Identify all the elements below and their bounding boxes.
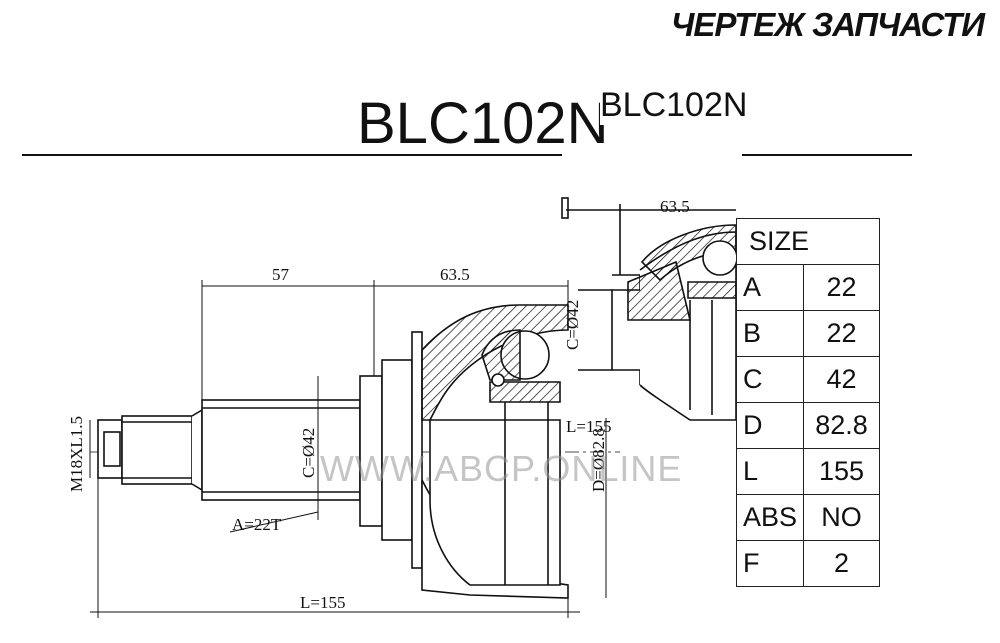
dim-l-main: L=155 (300, 593, 345, 612)
spec-row: L 155 (735, 448, 880, 495)
dim-d: D=Ø82.8 (589, 428, 608, 492)
spec-row: B 22 (735, 310, 880, 357)
spec-value: 82.8 (803, 402, 880, 449)
spec-key: D (735, 402, 805, 449)
spec-value: 155 (803, 448, 880, 495)
spec-row: ABS NO (735, 494, 880, 541)
inset-drawing (561, 197, 738, 421)
spec-table-header: SIZE (736, 218, 880, 265)
spec-value: 22 (803, 310, 880, 357)
spec-table-header-row: SIZE (736, 218, 880, 265)
page-title: ЧЕРТЕЖ ЗАПЧАСТИ (670, 6, 985, 43)
dim-57: 57 (272, 265, 290, 284)
part-number-inset: BLC102N (600, 86, 748, 125)
title-rule-left (22, 154, 562, 156)
spec-key: ABS (735, 494, 805, 541)
dim-l-small: L=155 (566, 417, 611, 436)
part-number: BLC102N (357, 91, 609, 156)
spec-key: L (735, 448, 805, 495)
spec-key: B (735, 310, 805, 357)
spec-row: C 42 (735, 356, 880, 403)
dim-c-main: C=Ø42 (299, 428, 318, 478)
dim-a: A=22T (232, 515, 282, 534)
dim-thread: M18XL1.5 (67, 416, 86, 492)
spec-value: 2 (803, 540, 880, 587)
spec-value: 22 (803, 264, 880, 311)
spec-row: F 2 (735, 540, 880, 587)
spec-key: C (735, 356, 805, 403)
spec-row: A 22 (735, 264, 880, 311)
title-rule-right (742, 154, 912, 156)
spec-value: NO (803, 494, 880, 541)
spec-row: D 82.8 (735, 402, 880, 449)
spec-value: 42 (803, 356, 880, 403)
spec-table: SIZE A 22 B 22 C 42 D 82.8 L 155 ABS NO … (735, 218, 880, 587)
dim-63-5-small: 63.5 (660, 197, 690, 216)
dim-63-5: 63.5 (440, 265, 470, 284)
main-drawing (89, 280, 620, 618)
watermark: WWW.ABCP.ONLINE (320, 448, 683, 489)
spec-key: A (735, 264, 805, 311)
spec-key: F (735, 540, 805, 587)
